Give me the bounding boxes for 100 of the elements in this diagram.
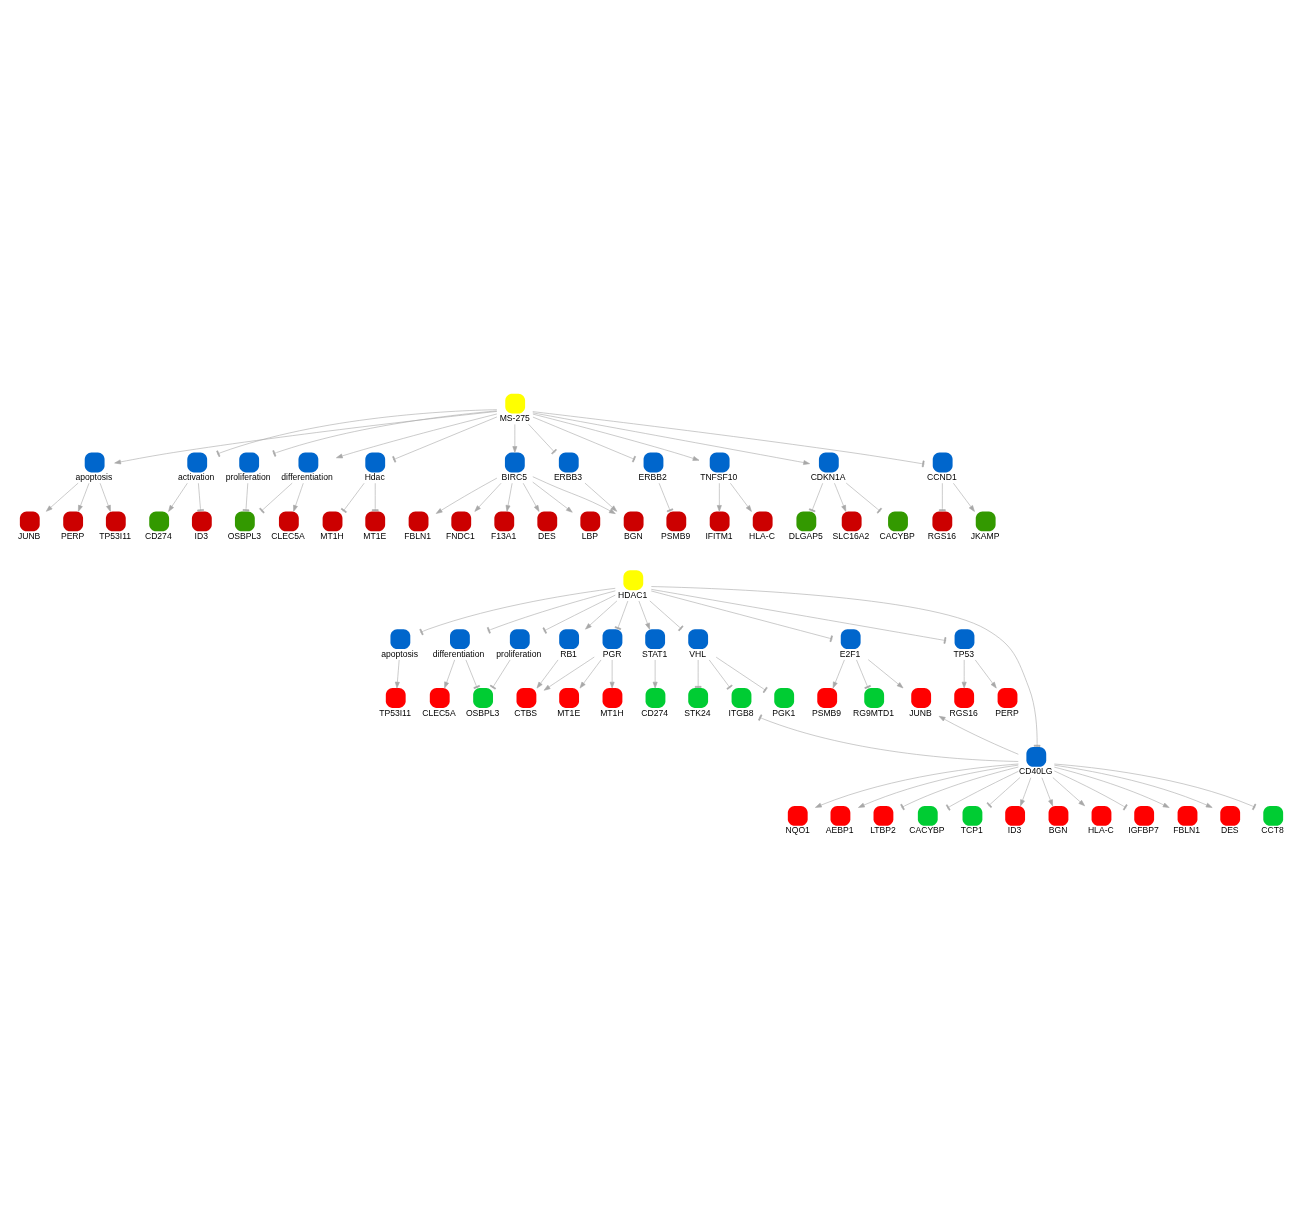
arrow [505, 482, 513, 512]
arrow [444, 659, 455, 689]
node-label: FBLN1 [1173, 825, 1201, 836]
node-label: E2F1 [839, 648, 861, 659]
connector [651, 589, 947, 644]
connector [614, 600, 629, 630]
node-label: PERP [60, 530, 85, 541]
connector [650, 590, 833, 643]
arrow [78, 482, 90, 512]
connector [845, 482, 883, 514]
arrow [532, 412, 810, 465]
node-label: RGS16 [949, 707, 978, 718]
node-label: apoptosis [75, 471, 113, 482]
connector [1054, 763, 1257, 811]
connector [242, 482, 250, 512]
node-label: RG9MTD1 [853, 707, 895, 718]
node-label: CACYBP [879, 530, 915, 541]
node-label: F13A1 [491, 530, 517, 541]
node-label: PSMB9 [811, 707, 842, 718]
node-label: CLEC5A [422, 707, 456, 718]
arrow [834, 482, 847, 512]
arrow [579, 659, 602, 689]
node-label: JUNB [909, 707, 932, 718]
connector [259, 482, 293, 514]
node-label: CD274 [144, 530, 172, 541]
arrow [730, 482, 752, 512]
arrow [293, 482, 304, 512]
connector [856, 659, 871, 689]
node-label: CACYBP [909, 825, 945, 836]
connector [532, 411, 925, 468]
node-label: TNFSF10 [700, 471, 738, 482]
connector [939, 482, 946, 512]
connector [486, 590, 616, 634]
arrow [336, 413, 498, 459]
node-label: SLC16A2 [832, 530, 870, 541]
connector [272, 410, 498, 457]
node-label: OSBPL3 [465, 707, 500, 718]
node-label: Hdac [364, 471, 385, 482]
node-label: differentiation [281, 471, 333, 482]
arrow [435, 477, 498, 514]
connector [649, 600, 684, 632]
connector [216, 409, 498, 457]
connector [528, 424, 557, 455]
connector [392, 416, 498, 463]
node-label: HLA-C [749, 530, 775, 541]
arrow [815, 763, 1019, 808]
node-label: ITGB8 [728, 707, 754, 718]
connector [708, 659, 733, 690]
node-label: DLGAP5 [788, 530, 823, 541]
connector [1054, 770, 1128, 811]
arrow [585, 600, 618, 630]
node-label: PGR [602, 648, 622, 659]
connector [465, 659, 481, 689]
arrow [395, 659, 400, 689]
arrow [532, 481, 573, 513]
arrow [512, 424, 518, 453]
node-label: VHL [689, 648, 706, 659]
arrow [716, 482, 722, 512]
node-label: MT1H [320, 530, 344, 541]
arrow [522, 482, 540, 512]
node-label: TP53I11 [379, 707, 412, 718]
node-label: proliferation [225, 471, 271, 482]
node-label: ID3 [1007, 825, 1022, 836]
connector [945, 771, 1019, 811]
node-label: HLA-C [1087, 825, 1114, 836]
arrow [1052, 777, 1085, 807]
connector [658, 482, 674, 513]
node-label: TCP1 [960, 825, 983, 836]
connector [694, 659, 702, 689]
arrow [974, 659, 997, 689]
arrow [832, 659, 845, 689]
node-label: TP53I11 [99, 530, 132, 541]
node-label: apoptosis [381, 648, 418, 659]
node-label: PERP [995, 707, 1019, 718]
node-label: MS-275 [499, 413, 530, 424]
connector [651, 586, 1041, 748]
arrow [168, 482, 188, 512]
connector [419, 588, 616, 636]
node-label: STK24 [684, 707, 711, 718]
node-label: CDKN1A [810, 471, 846, 482]
node-label: CCT8 [1261, 825, 1284, 836]
node-label: HDAC1 [618, 589, 648, 600]
connector [371, 482, 379, 512]
arrow [114, 411, 498, 465]
node-label: LBP [581, 530, 598, 541]
node-label: IFITM1 [705, 530, 733, 541]
node-label: NQO1 [785, 825, 810, 836]
arrow [1041, 777, 1053, 807]
arrow [1054, 766, 1170, 808]
node-label: CD40LG [1019, 766, 1053, 777]
node-label: FNDC1 [446, 530, 475, 541]
node-label: CTBS [514, 707, 538, 718]
node-label: STAT1 [641, 648, 668, 659]
node-label: PSMB9 [661, 530, 691, 541]
node-label: MT1E [363, 530, 387, 541]
node-label: RGS16 [927, 530, 956, 541]
node-label: OSBPL3 [227, 530, 262, 541]
node-label: MT1E [557, 707, 581, 718]
node-label: PGK1 [772, 707, 796, 718]
arrow [532, 476, 616, 514]
